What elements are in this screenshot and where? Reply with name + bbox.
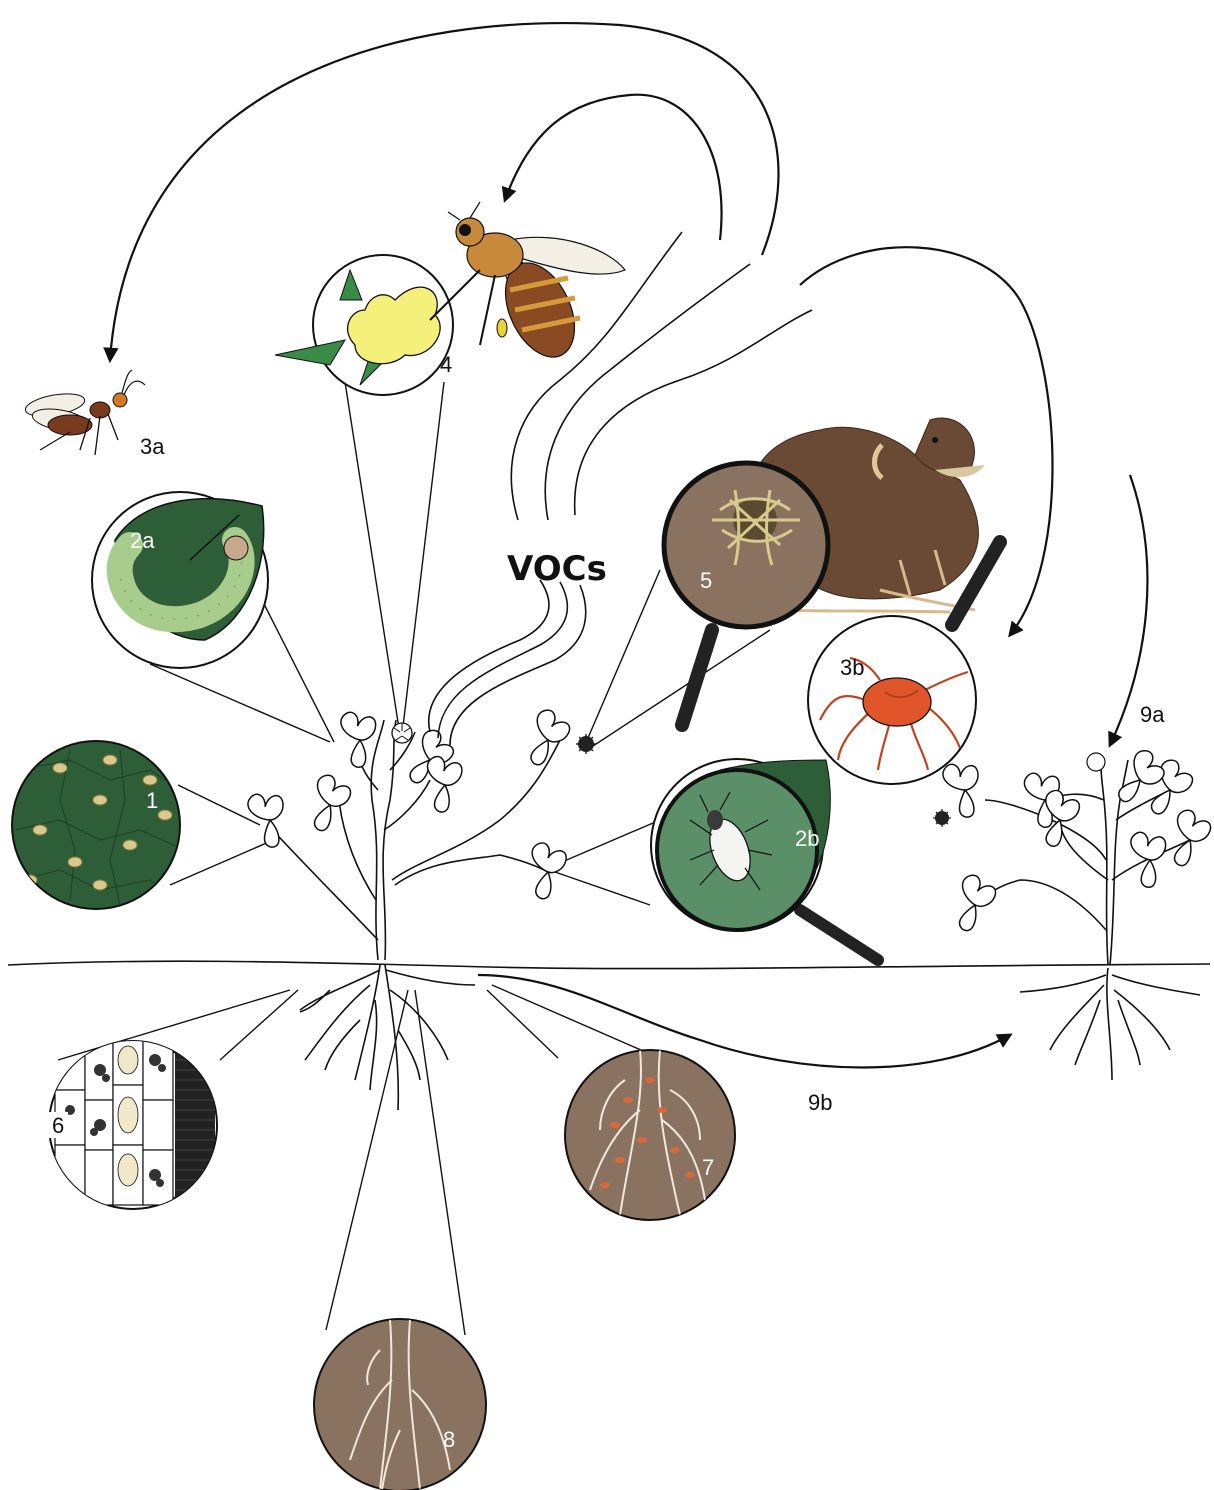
inset-3b-predatory-mite: 3b [808,616,976,784]
inset-2b-thrips: 2b [651,759,878,960]
main-roots [300,965,475,1110]
label-2b: 2b [795,826,819,851]
label-3b: 3b [840,655,864,680]
label-3a: 3a [140,434,165,459]
inset-6-root-endophytes: 6 [48,1040,217,1210]
main-clover-plant [245,708,596,1110]
inset-7-root-nodules: 7 [565,1050,735,1220]
label-4: 4 [440,352,452,377]
offspring-clover-plant [933,747,1213,1080]
flower-head-icon [392,723,412,743]
label-2a: 2a [130,528,155,553]
inset-8-roots: 8 [314,1319,486,1490]
ground-line [8,961,1210,968]
label-vocs: VOCs [507,549,607,589]
inset-4-pollination: 4 [275,255,453,395]
inset-2a-caterpillar: 2a [92,492,268,668]
label-7: 7 [702,1155,714,1180]
label-8: 8 [443,1427,455,1452]
inset-1-fungal-spores: 1 [12,741,185,909]
label-9b: 9b [808,1090,832,1115]
root-cells-icon [55,1040,215,1210]
seed-head-icon [576,734,596,754]
label-5: 5 [700,568,712,593]
arrow-9b [478,975,1010,1068]
bee-icon [430,202,625,368]
arrow-to-bee [505,95,722,240]
label-9a: 9a [1140,702,1165,727]
label-6: 6 [52,1113,64,1138]
label-1: 1 [146,788,158,813]
wasp-icon [24,370,145,455]
